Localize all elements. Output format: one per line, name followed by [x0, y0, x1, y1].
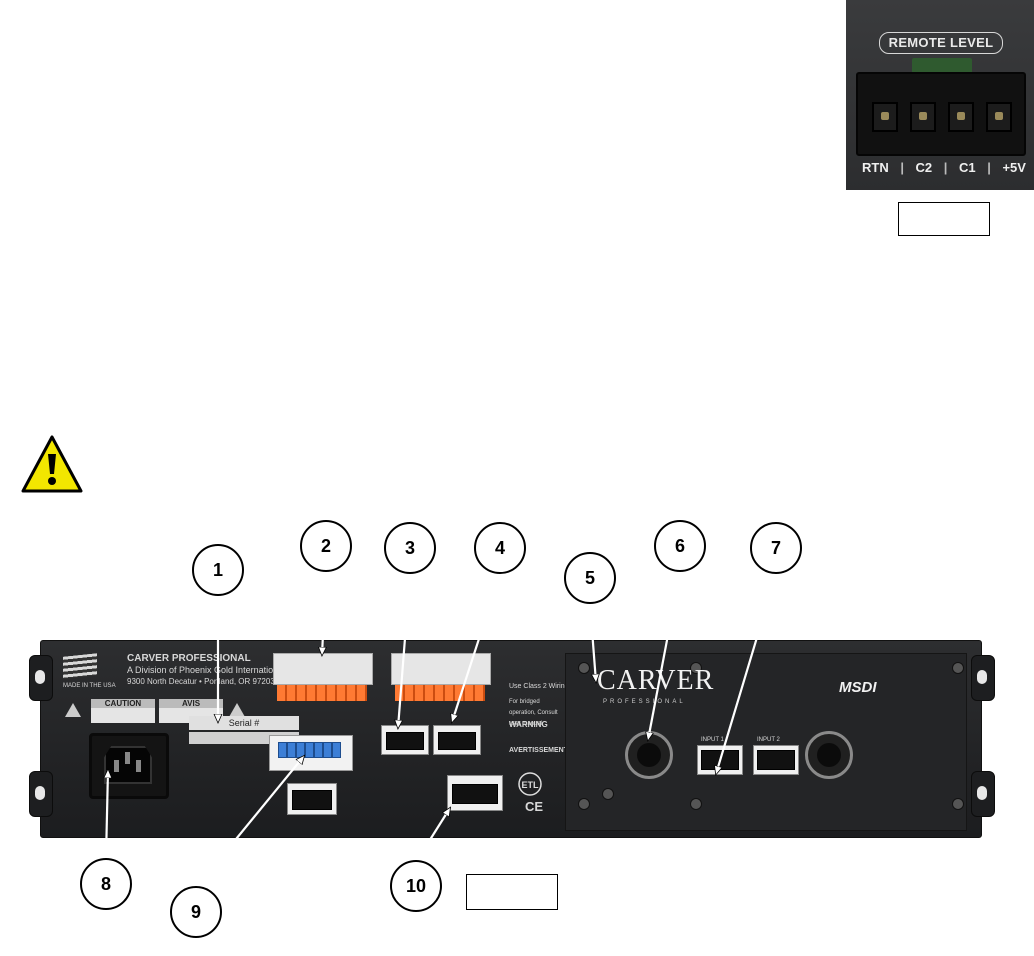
- ch2-terminal-block: [277, 685, 367, 701]
- remote-level-label: REMOTE LEVEL: [879, 32, 1003, 54]
- input1-label: INPUT 1: [701, 737, 724, 743]
- rack-ear-left-top: [29, 655, 53, 701]
- callout-7: 7: [750, 522, 802, 574]
- caution-title: CAUTION: [91, 699, 155, 708]
- brand-division: A Division of Phoenix Gold International: [127, 665, 286, 675]
- ch2-terminal-header: [273, 653, 373, 685]
- avertissement-title: AVERTISSEMENT: [509, 747, 568, 754]
- model-name: MSDI: [839, 679, 877, 696]
- caution-box: CAUTION: [91, 699, 155, 723]
- connector-pin: [986, 102, 1012, 132]
- address: 9300 North Decatur • Portland, OR 97203: [127, 677, 275, 686]
- warning-triangle-icon: [21, 435, 83, 493]
- xlr-input-left: [625, 731, 673, 779]
- remote-level-connector: [433, 725, 481, 755]
- carver-logo: CARVER: [597, 665, 715, 696]
- svg-text:ETL: ETL: [522, 780, 540, 790]
- callout-4: 4: [474, 522, 526, 574]
- figure-label-box-bottom: [466, 874, 558, 910]
- etl-listed-icon: ETL: [518, 772, 542, 796]
- figure-label-box-top: [898, 202, 990, 236]
- remote-level-connector-photo: REMOTE LEVEL RTN | C2 | C1 | +5V: [846, 0, 1034, 190]
- usa-flag-icon: [63, 653, 97, 679]
- connector-pin: [872, 102, 898, 132]
- pin-label-5v: +5V: [1002, 160, 1026, 175]
- avis-title: AVIS: [159, 699, 223, 708]
- speaker-output-ch1: [447, 775, 503, 811]
- bridged-note: For bridged operation, Consult user manu…: [509, 699, 558, 727]
- xlr-input-right: [805, 731, 853, 779]
- pin-labels: RTN | C2 | C1 | +5V: [862, 160, 1026, 175]
- callout-1: 1: [192, 544, 244, 596]
- serial-number-label: Serial #: [189, 716, 299, 730]
- callout-5: 5: [564, 552, 616, 604]
- class2-wiring: Use Class 2 Wiring: [509, 683, 569, 690]
- pin-label-c1: C1: [959, 160, 976, 175]
- callout-8: 8: [80, 858, 132, 910]
- rack-ear-right-bottom: [971, 771, 995, 817]
- input1-connector: [697, 745, 743, 775]
- callout-10: 10: [390, 860, 442, 912]
- made-in-usa: MADE IN THE USA: [63, 683, 116, 689]
- connector-pin: [948, 102, 974, 132]
- iec-power-inlet: [89, 733, 169, 799]
- input2-connector: [753, 745, 799, 775]
- pin-label-c2: C2: [915, 160, 933, 175]
- callout-6: 6: [654, 520, 706, 572]
- dip-switch-bank: [269, 735, 353, 771]
- amplifier-chassis: CARVER PROFESSIONAL A Division of Phoeni…: [29, 640, 995, 838]
- caution-triangle-icon: [65, 703, 81, 717]
- brand-header: CARVER PROFESSIONAL: [127, 653, 251, 664]
- avis-triangle-icon: [229, 703, 245, 717]
- pin-label-rtn: RTN: [862, 160, 889, 175]
- connector-block: [856, 72, 1026, 156]
- rack-ear-right-top: [971, 655, 995, 701]
- callout-9: 9: [170, 886, 222, 938]
- ce-mark: CE: [525, 799, 544, 814]
- ch1-terminal-header: [391, 653, 491, 685]
- speaker-output-ch2: [287, 783, 337, 815]
- ch1-terminal-block: [395, 685, 485, 701]
- callout-2: 2: [300, 520, 352, 572]
- callout-3: 3: [384, 522, 436, 574]
- warning-title: WARNING: [509, 720, 548, 729]
- carver-logo-sub: PROFESSIONAL: [603, 699, 686, 705]
- rack-ear-left-bottom: [29, 771, 53, 817]
- input-connector-ch2: [381, 725, 429, 755]
- connector-pin: [910, 102, 936, 132]
